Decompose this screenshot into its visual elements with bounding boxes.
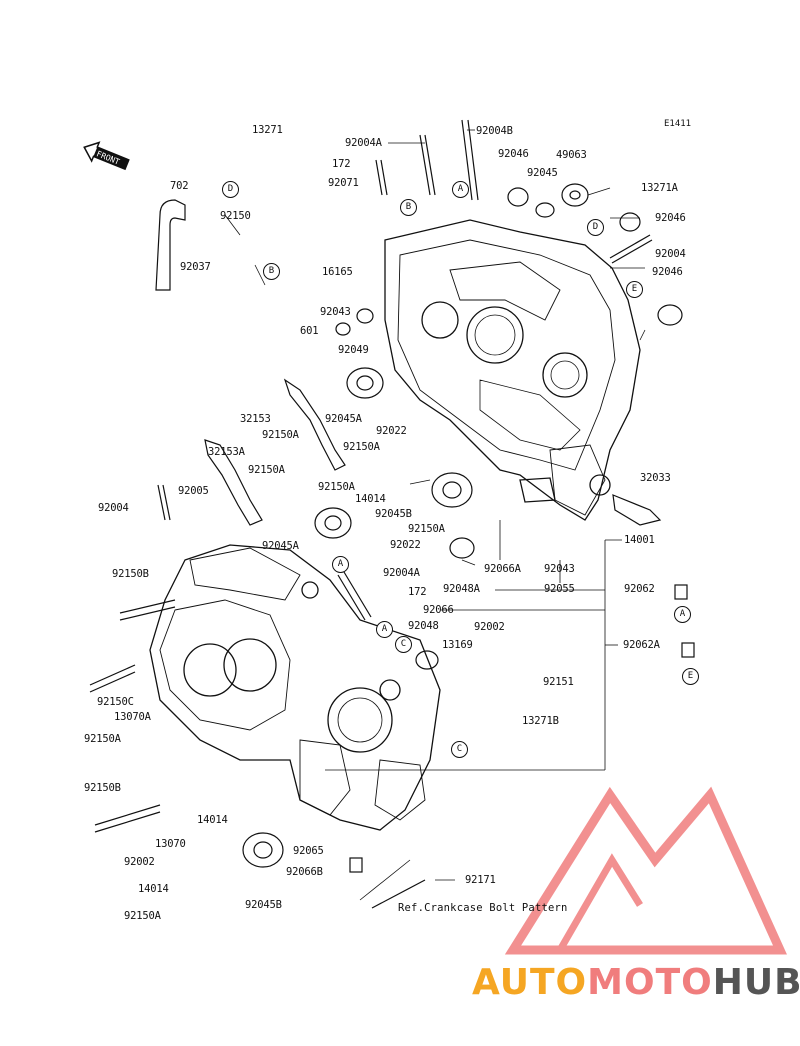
part-label: 92150A [84,733,121,745]
part-label: 92005 [178,485,209,497]
part-label: 92048 [408,620,439,632]
studs-bolts [89,119,695,909]
ref-marker-c: C [395,636,412,653]
part-label: 32153A [208,446,245,458]
part-label: 13070A [114,711,151,723]
lower-crankcase-half [149,544,441,831]
part-label: 14001 [624,534,655,546]
part-label: 14014 [138,883,169,895]
part-label: 14014 [355,493,386,505]
ref-marker-a: A [332,556,349,573]
watermark-word-moto: MOTO [587,962,713,1003]
part-label: 92046 [498,148,529,160]
part-label: 92150B [84,782,121,794]
part-label: 92066 [423,604,454,616]
part-label: 601 [300,325,319,337]
part-label: 92071 [328,177,359,189]
bearings [242,183,683,868]
part-label: 92002 [124,856,155,868]
part-label: 92066B [286,866,323,878]
part-label: 92045A [262,540,299,552]
part-label: 92048A [443,583,480,595]
figure-code: E1411 [664,119,692,129]
ref-marker-e: E [626,281,643,298]
part-label: 92043 [320,306,351,318]
ref-marker-a: A [452,181,469,198]
part-label: 92150B [112,568,149,580]
part-label: 92046 [652,266,683,278]
part-label: 92151 [543,676,574,688]
part-label: 92150C [97,696,134,708]
part-label: 92043 [544,563,575,575]
front-arrow: FRONT [83,141,130,171]
part-label: 92045B [375,508,412,520]
part-label: 49063 [556,149,587,161]
watermark-word-auto: AUTO [472,962,588,1003]
part-label: 92022 [390,539,421,551]
part-label: 92150A [343,441,380,453]
watermark-logo [504,786,787,955]
part-label: 92002 [474,621,505,633]
part-label: 16165 [322,266,353,278]
ref-marker-a: A [674,606,691,623]
part-label: 13070 [155,838,186,850]
part-label: 92066A [484,563,521,575]
part-label: 92037 [180,261,211,273]
part-label: 14014 [197,814,228,826]
ref-marker-c: C [451,741,468,758]
pipes [155,199,662,526]
ref-marker-e: E [682,668,699,685]
ref-marker-a: A [376,621,393,638]
part-label: 13169 [442,639,473,651]
part-label: 92045A [325,413,362,425]
ref-marker-d: D [222,181,239,198]
part-label: 92055 [544,583,575,595]
ref-marker-d: D [587,219,604,236]
upper-crankcase-half [384,219,641,521]
part-label: 92062 [624,583,655,595]
part-label: 92004 [98,502,129,514]
part-label: 13271A [641,182,678,194]
part-label: 702 [170,180,189,192]
part-label: 32153 [240,413,271,425]
part-label: 92150A [318,481,355,493]
part-label: 92150A [262,429,299,441]
part-label: 92004A [345,137,382,149]
watermark-brand: AUTOMOTOHUB [472,962,800,1003]
part-label: 92004 [655,248,686,260]
part-label: 92150 [220,210,251,222]
part-label: 92022 [376,425,407,437]
part-label: 92004B [476,125,513,137]
part-label: 92045 [527,167,558,179]
part-label: 92062A [623,639,660,651]
part-label: 172 [408,586,427,598]
part-label: 13271B [522,715,559,727]
part-label: 172 [332,158,351,170]
part-label: 13271 [252,124,283,136]
part-label: 92150A [248,464,285,476]
part-label: 92171 [465,874,496,886]
part-label: 92049 [338,344,369,356]
leader-lines [224,129,646,901]
watermark-word-hub: HUB [712,962,800,1003]
ref-marker-b: B [400,199,417,216]
part-label: 92065 [293,845,324,857]
part-label: 92004A [383,567,420,579]
part-label: 92045B [245,899,282,911]
ref-marker-b: B [263,263,280,280]
part-label: 92150A [124,910,161,922]
reference-note: Ref.Crankcase Bolt Pattern [398,902,568,914]
part-label: 32033 [640,472,671,484]
part-label: 92046 [655,212,686,224]
part-label: 92150A [408,523,445,535]
